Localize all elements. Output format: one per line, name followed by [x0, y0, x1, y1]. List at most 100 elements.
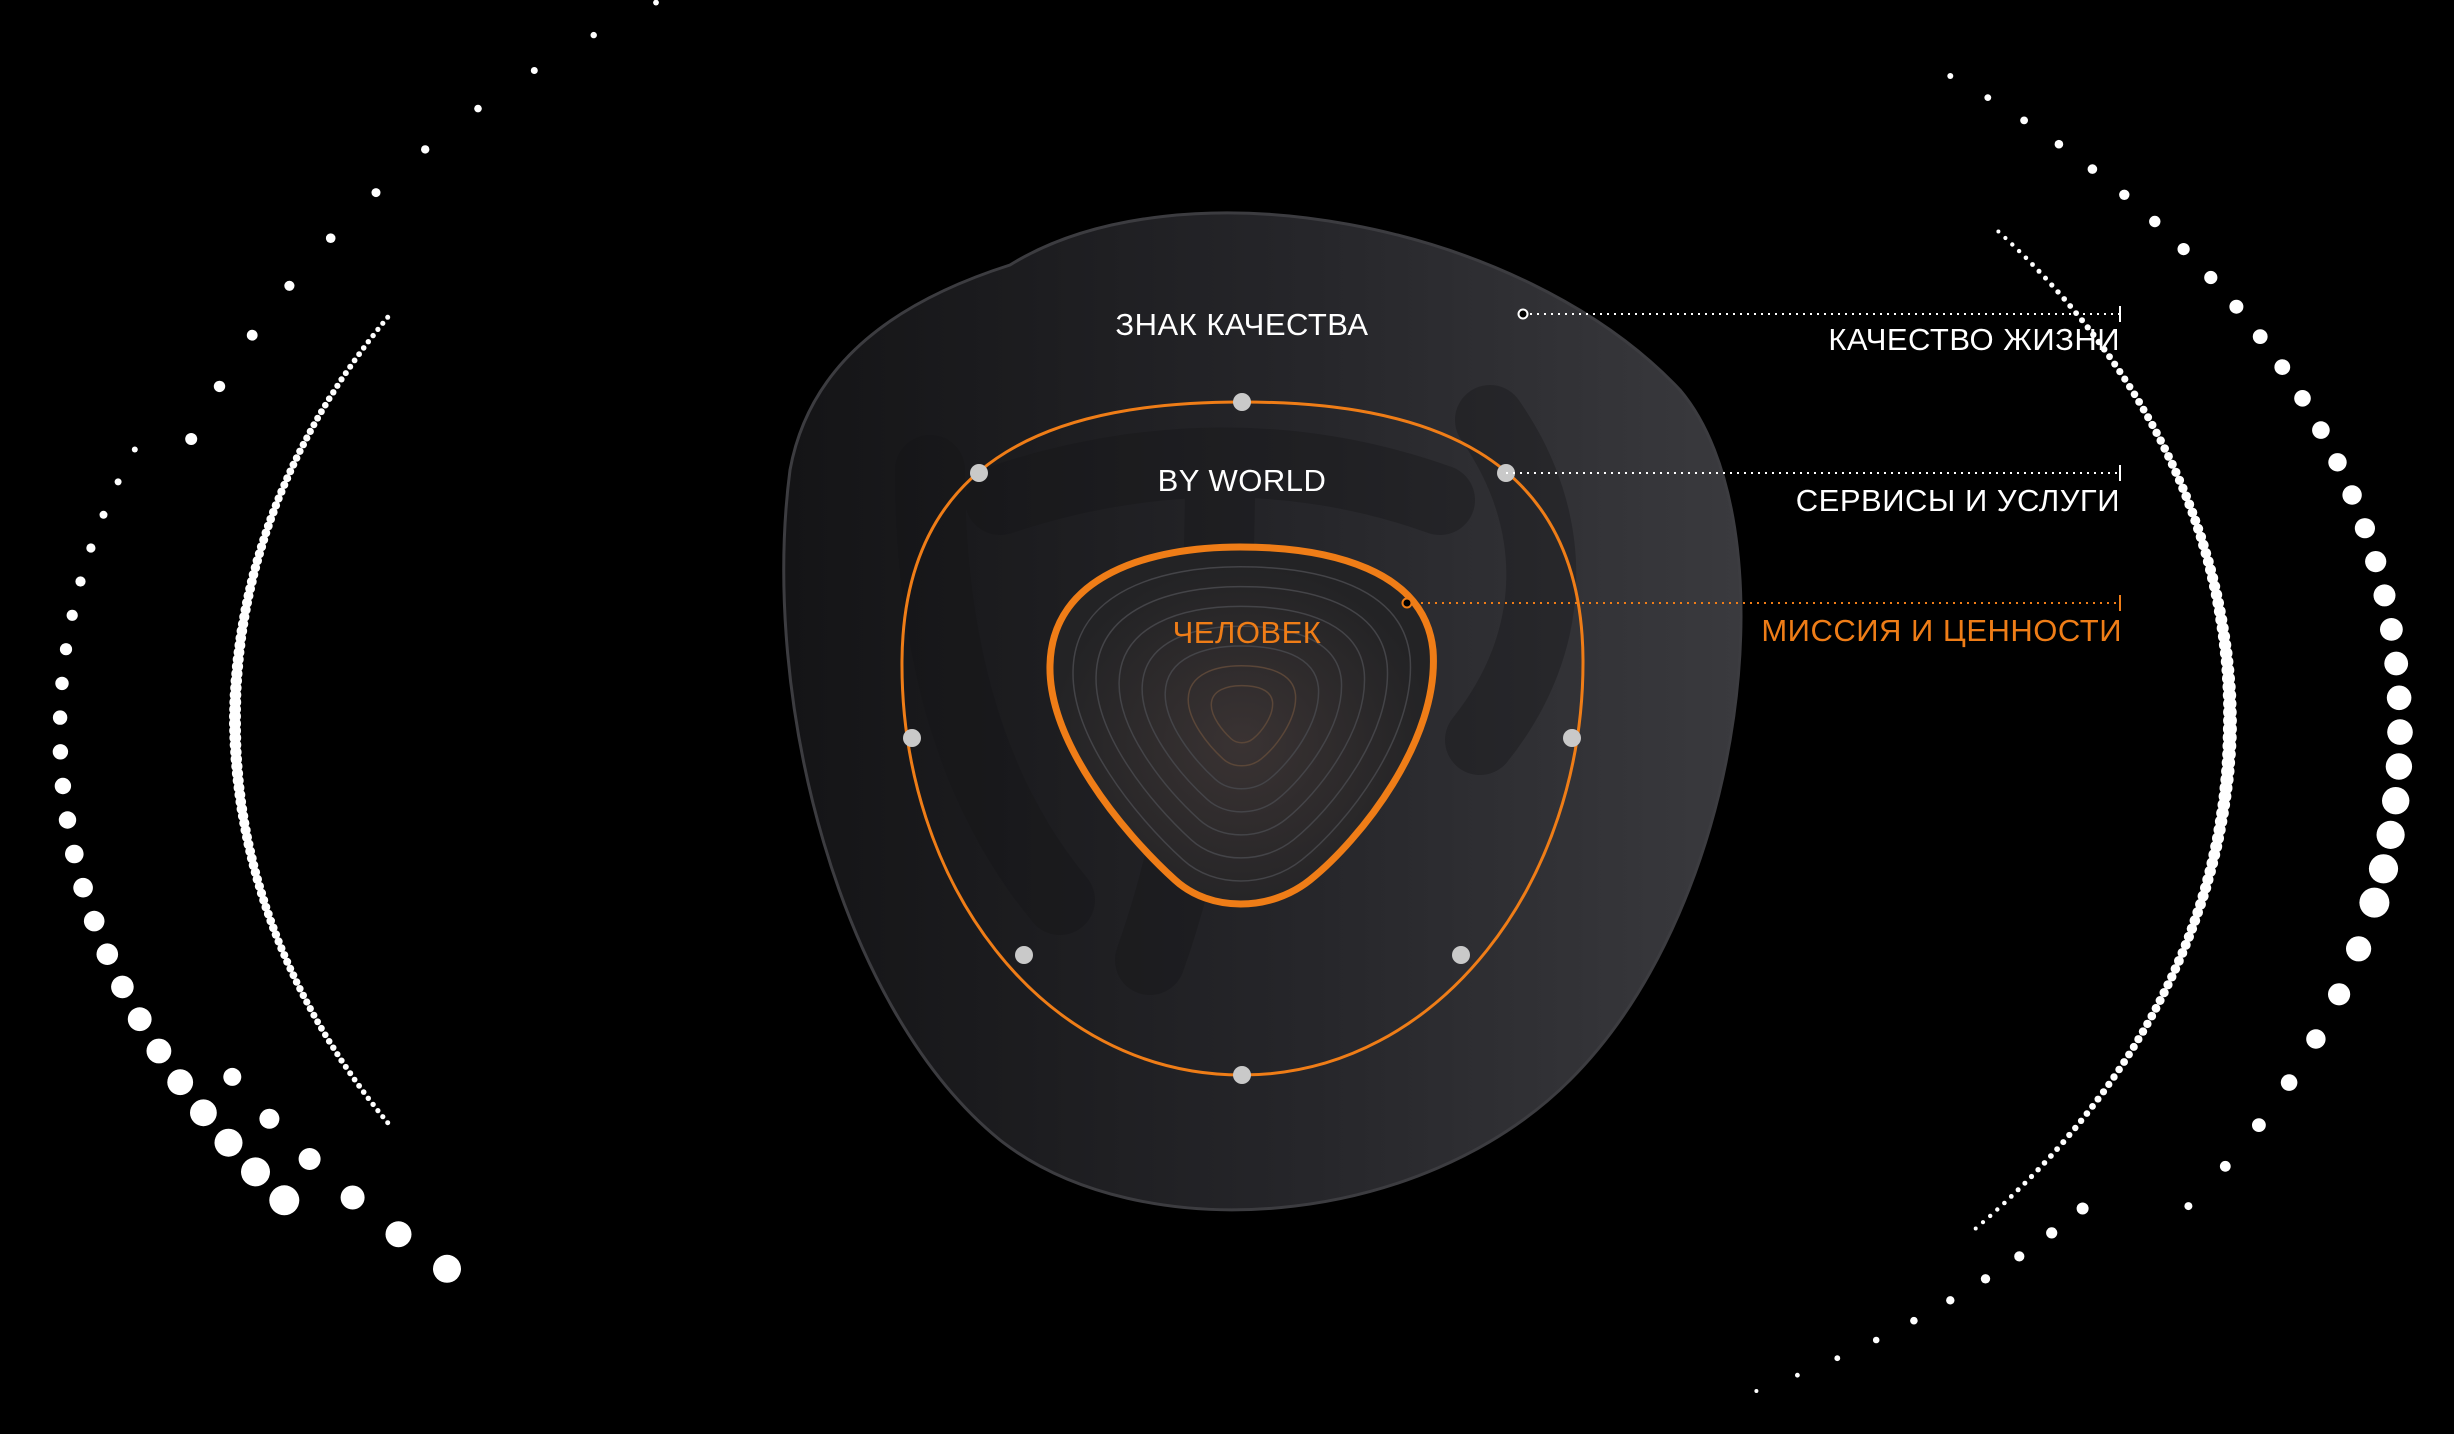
orbit-dot [2294, 390, 2311, 407]
orbit-dot [356, 1082, 362, 1089]
callout-leaders [1401, 306, 2121, 611]
orbit-dot [146, 1038, 172, 1064]
orbit-dot [385, 314, 391, 320]
orbit-dot [1910, 1316, 1918, 1325]
orbit-dot [259, 1108, 280, 1129]
orbit-dot [421, 145, 430, 154]
orbit-dot [2143, 1019, 2152, 1029]
ring-node [1015, 946, 1033, 964]
orbit-dot [52, 710, 68, 725]
orbit-dot [1834, 1355, 1841, 1362]
orbit-dot [375, 1108, 381, 1114]
orbit-dot [2089, 1103, 2096, 1110]
orbit-dot [2120, 1058, 2129, 1066]
orbit-dot [2125, 1050, 2133, 1059]
orbit-dot [2072, 1124, 2079, 1132]
orbit-dot [2061, 296, 2067, 302]
orbit-dot [256, 542, 267, 552]
orbit-dot [284, 280, 295, 291]
ring-node [1452, 946, 1470, 964]
orbit-dot [2181, 491, 2191, 502]
orbit-dot [214, 1128, 243, 1157]
contour-line [1164, 645, 1320, 790]
leader-start-marker [1401, 597, 1413, 609]
callout-quality-of-life: КАЧЕСТВО ЖИЗНИ [1828, 322, 2120, 357]
orbit-dot [73, 877, 93, 898]
orbit-dot [99, 510, 108, 519]
orbit-dot [318, 408, 325, 416]
orbit-dot [2171, 467, 2181, 477]
orbit-dot [2022, 1180, 2028, 1186]
orbit-dot [296, 447, 304, 455]
orbit-dot [2106, 353, 2113, 361]
orbit-dot [2030, 262, 2035, 267]
orbit-dot [299, 440, 307, 449]
orbit-dot [241, 1157, 270, 1187]
orbit-dot [2159, 988, 2169, 998]
orbit-dot [2197, 890, 2209, 902]
orbit-dot [1872, 1336, 1880, 1344]
orbit-dot [2204, 270, 2218, 285]
orbit-dot [2167, 459, 2177, 469]
orbit-dot [2342, 485, 2362, 505]
orbit-dot [351, 357, 358, 364]
orbit-dot [2373, 584, 2396, 607]
orbit-dot [370, 332, 376, 339]
orbit-dot [2156, 436, 2165, 445]
orbit-dot [2028, 1173, 2035, 1180]
orbit-dot [1754, 1389, 1759, 1393]
orbit-dot [75, 576, 86, 587]
orbit-dot [280, 480, 289, 489]
orbit-dot [1995, 1207, 2000, 1212]
orbit-dot [266, 916, 276, 926]
orbit-dot [2014, 1251, 2025, 1262]
orbit-dot [2023, 255, 2029, 261]
orbit-dot [2368, 854, 2399, 884]
orbit-dot [55, 676, 69, 691]
orbit-dot [277, 487, 286, 496]
orbit-dot [2043, 275, 2048, 281]
orbit-dot [223, 1067, 242, 1086]
leader-start-marker [1517, 308, 1529, 320]
core-contour-lines [1072, 566, 1412, 882]
orbit-dot [2002, 1200, 2007, 1206]
orbit-dot [277, 944, 286, 953]
orbit-dot [59, 643, 73, 656]
orbit-dot [246, 329, 258, 341]
orbit-dot [322, 401, 329, 409]
orbit-dot [2060, 1139, 2067, 1146]
orbit-dot [2376, 820, 2405, 850]
orbit-dot [365, 339, 371, 345]
orbit-dot [2252, 329, 2268, 344]
orbit-dot [1980, 1274, 1991, 1284]
orbit-dot [2134, 1035, 2143, 1044]
orbit-dot [2076, 1202, 2089, 1215]
orbit-dot [2054, 139, 2064, 149]
orbit-dot [283, 474, 292, 483]
orbit-dot [2219, 1160, 2231, 1172]
orbit-dot [2083, 1110, 2091, 1117]
orbit-dot [296, 985, 304, 993]
ring-node [1563, 729, 1581, 747]
orbit-dot [2147, 1011, 2157, 1021]
orbit-dot [306, 1005, 314, 1013]
orbit-dot [338, 1057, 345, 1064]
orbit-dot [2184, 499, 2195, 510]
orbit-dot [2144, 413, 2153, 422]
orbit-dot [2035, 1167, 2041, 1173]
contour-line [1141, 625, 1343, 813]
orbit-dot [54, 777, 72, 795]
orbit-dot [2087, 164, 2098, 174]
orbit-dot [2174, 956, 2184, 966]
orbit-dot [314, 414, 321, 422]
orbit-dot [2139, 405, 2148, 414]
orbit-dot [2099, 1088, 2108, 1096]
orbit-dot [370, 1101, 376, 1108]
orbit-dot [2121, 375, 2129, 383]
orbit-dot [2126, 383, 2134, 391]
orbit-dot [330, 389, 337, 396]
orbit-dot [2151, 1003, 2161, 1013]
orbit-dot [259, 535, 269, 545]
